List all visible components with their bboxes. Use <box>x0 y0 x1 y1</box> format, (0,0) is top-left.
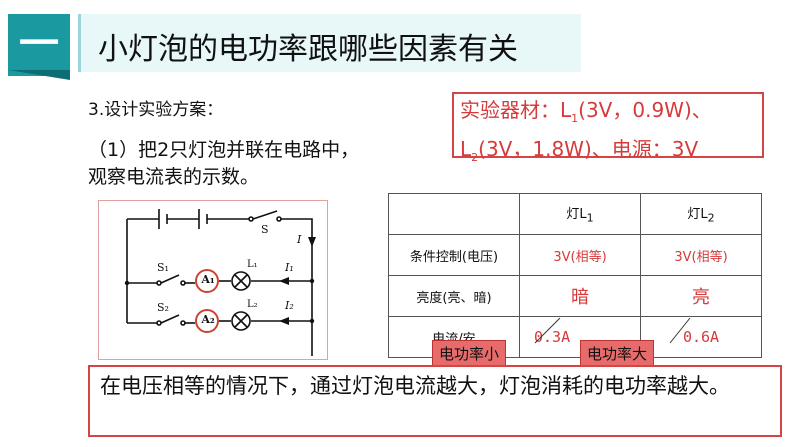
section-number-badge <box>8 14 70 76</box>
table-row: 亮度(亮、暗) 暗 亮 <box>388 275 762 317</box>
header-l2: 灯L2 <box>640 193 762 235</box>
step-title: 3.设计实验方案： <box>88 100 224 120</box>
cell-l2-brightness: 亮 <box>640 275 762 317</box>
cell-l2-current: 0.6A <box>640 316 762 358</box>
header-l1: 灯L1 <box>519 193 641 235</box>
equipment-line-1: 实验器材：L1(3V，0.9W)、 <box>460 98 712 125</box>
tag-power-large: 电功率大 <box>580 340 655 367</box>
table-row: 条件控制(电压) 3V(相等) 3V(相等) <box>388 234 762 276</box>
row-label: 亮度(亮、暗) <box>388 275 520 317</box>
circuit-diagram: S I S₁ S₂ A₁ A₂ L₁ L₂ I₁ I₂ <box>98 200 328 360</box>
description-line-2: 观察电流表的示数。 <box>88 166 260 188</box>
conclusion-box: 在电压相等的情况下，通过灯泡电流越大，灯泡消耗的电功率越大。 <box>88 365 782 437</box>
title-banner <box>78 14 581 72</box>
table-header-row: 灯L1 灯L2 <box>388 193 762 235</box>
cell-l2-voltage: 3V(相等) <box>640 234 762 276</box>
page-title: 小灯泡的电功率跟哪些因素有关 <box>98 32 518 67</box>
circuit-drawing <box>124 209 316 356</box>
table-corner-cell <box>388 193 520 235</box>
section-number: 一 <box>19 21 59 67</box>
cell-l1-brightness: 暗 <box>519 275 641 317</box>
results-table: 灯L1 灯L2 条件控制(电压) 3V(相等) 3V(相等) 亮度(亮、暗) 暗… <box>388 193 762 358</box>
equipment-box: 实验器材：L1(3V，0.9W)、 L2(3V，1.8W)、电源：3V <box>452 92 764 164</box>
cell-l1-voltage: 3V(相等) <box>519 234 641 276</box>
description-line-1: （1）把2只灯泡并联在电路中， <box>88 139 360 161</box>
badge-fold <box>8 70 70 80</box>
row-label: 条件控制(电压) <box>388 234 520 276</box>
equipment-line-2: L2(3V，1.8W)、电源：3V <box>460 137 699 164</box>
tag-power-small: 电功率小 <box>432 340 507 367</box>
